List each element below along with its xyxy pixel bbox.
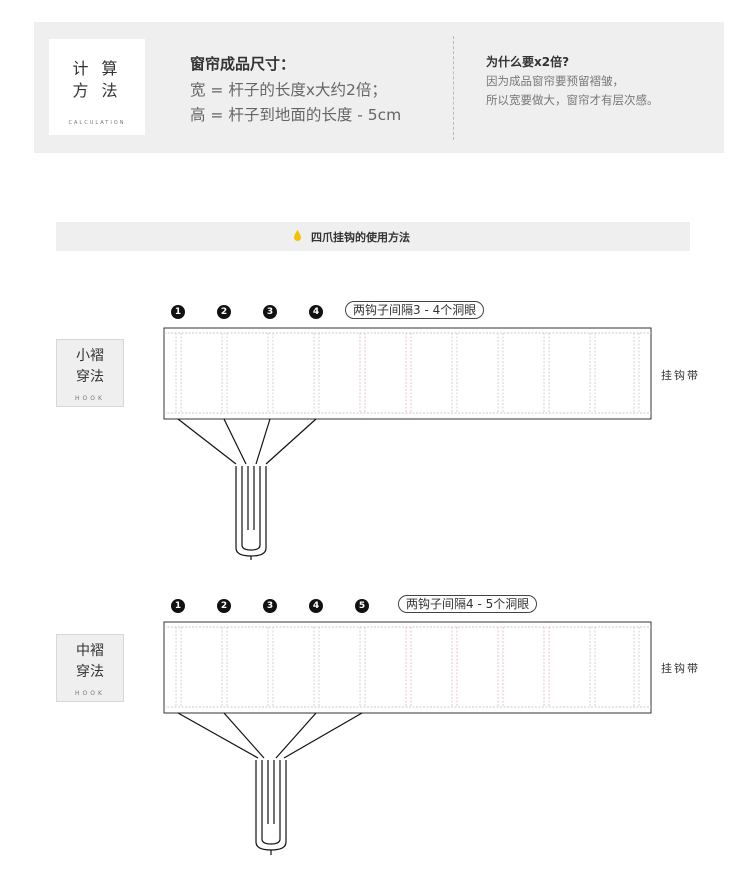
calculation-card-title: 计 算 方 法	[49, 58, 145, 102]
hook-tape-label: 挂钩带	[661, 369, 700, 382]
four-prong-hook-1	[177, 418, 317, 560]
dashed-divider	[453, 36, 454, 140]
hook-number-badge: 5	[355, 599, 369, 613]
hook-spacing-note: 两钩子间隔4 - 5个洞眼	[398, 595, 538, 613]
hook-number-badge: 3	[263, 599, 277, 613]
why-heading: 为什么要x2倍?	[486, 55, 570, 69]
calculation-card-subtitle: CALCULATION	[68, 120, 126, 126]
hook-tape-2	[163, 621, 652, 714]
why-explanation-line-1: 因为成品窗帘要预留褶皱，	[486, 74, 624, 88]
hook-number-badge: 2	[217, 599, 231, 613]
hook-tape-1	[163, 327, 652, 420]
medium-pleat-label: 中褶 穿法 HOOK	[56, 634, 124, 702]
four-prong-hook-2	[177, 712, 363, 855]
small-pleat-label-subtitle: HOOK	[75, 395, 105, 402]
size-heading: 窗帘成品尺寸：	[190, 55, 296, 73]
calculation-card-title-line-2: 方 法	[72, 81, 122, 100]
medium-pleat-label-subtitle: HOOK	[75, 690, 105, 697]
hook-number-badge: 2	[217, 305, 231, 319]
medium-pleat-label-line-1: 中褶	[76, 643, 104, 659]
hook-number-badge: 1	[171, 599, 185, 613]
hook-number-badge: 4	[309, 305, 323, 319]
small-pleat-label-line-1: 小褶	[76, 348, 104, 364]
height-formula: 高 = 杆子到地面的长度 - 5cm	[190, 106, 402, 124]
calculation-panel: 计 算 方 法 CALCULATION 窗帘成品尺寸： 宽 = 杆子的长度x大约…	[34, 22, 724, 153]
calculation-card: 计 算 方 法 CALCULATION	[49, 39, 145, 135]
hook-number-badge: 4	[309, 599, 323, 613]
drop-icon	[294, 230, 301, 241]
calculation-card-title-line-1: 计 算	[72, 59, 122, 78]
hook-spacing-note: 两钩子间隔3 - 4个洞眼	[345, 301, 485, 319]
medium-pleat-label-line-2: 穿法	[76, 664, 104, 680]
why-explanation-line-2: 所以宽要做大，窗帘才有层次感。	[486, 93, 659, 107]
width-formula: 宽 = 杆子的长度x大约2倍；	[190, 81, 387, 99]
hook-number-badge: 3	[263, 305, 277, 319]
section-title: 四爪挂钩的使用方法	[311, 231, 410, 244]
small-pleat-label: 小褶 穿法 HOOK	[56, 339, 124, 407]
hook-tape-label: 挂钩带	[661, 662, 700, 675]
section-title-bar: 四爪挂钩的使用方法	[56, 222, 690, 251]
hook-number-badge: 1	[171, 305, 185, 319]
small-pleat-label-line-2: 穿法	[76, 369, 104, 385]
